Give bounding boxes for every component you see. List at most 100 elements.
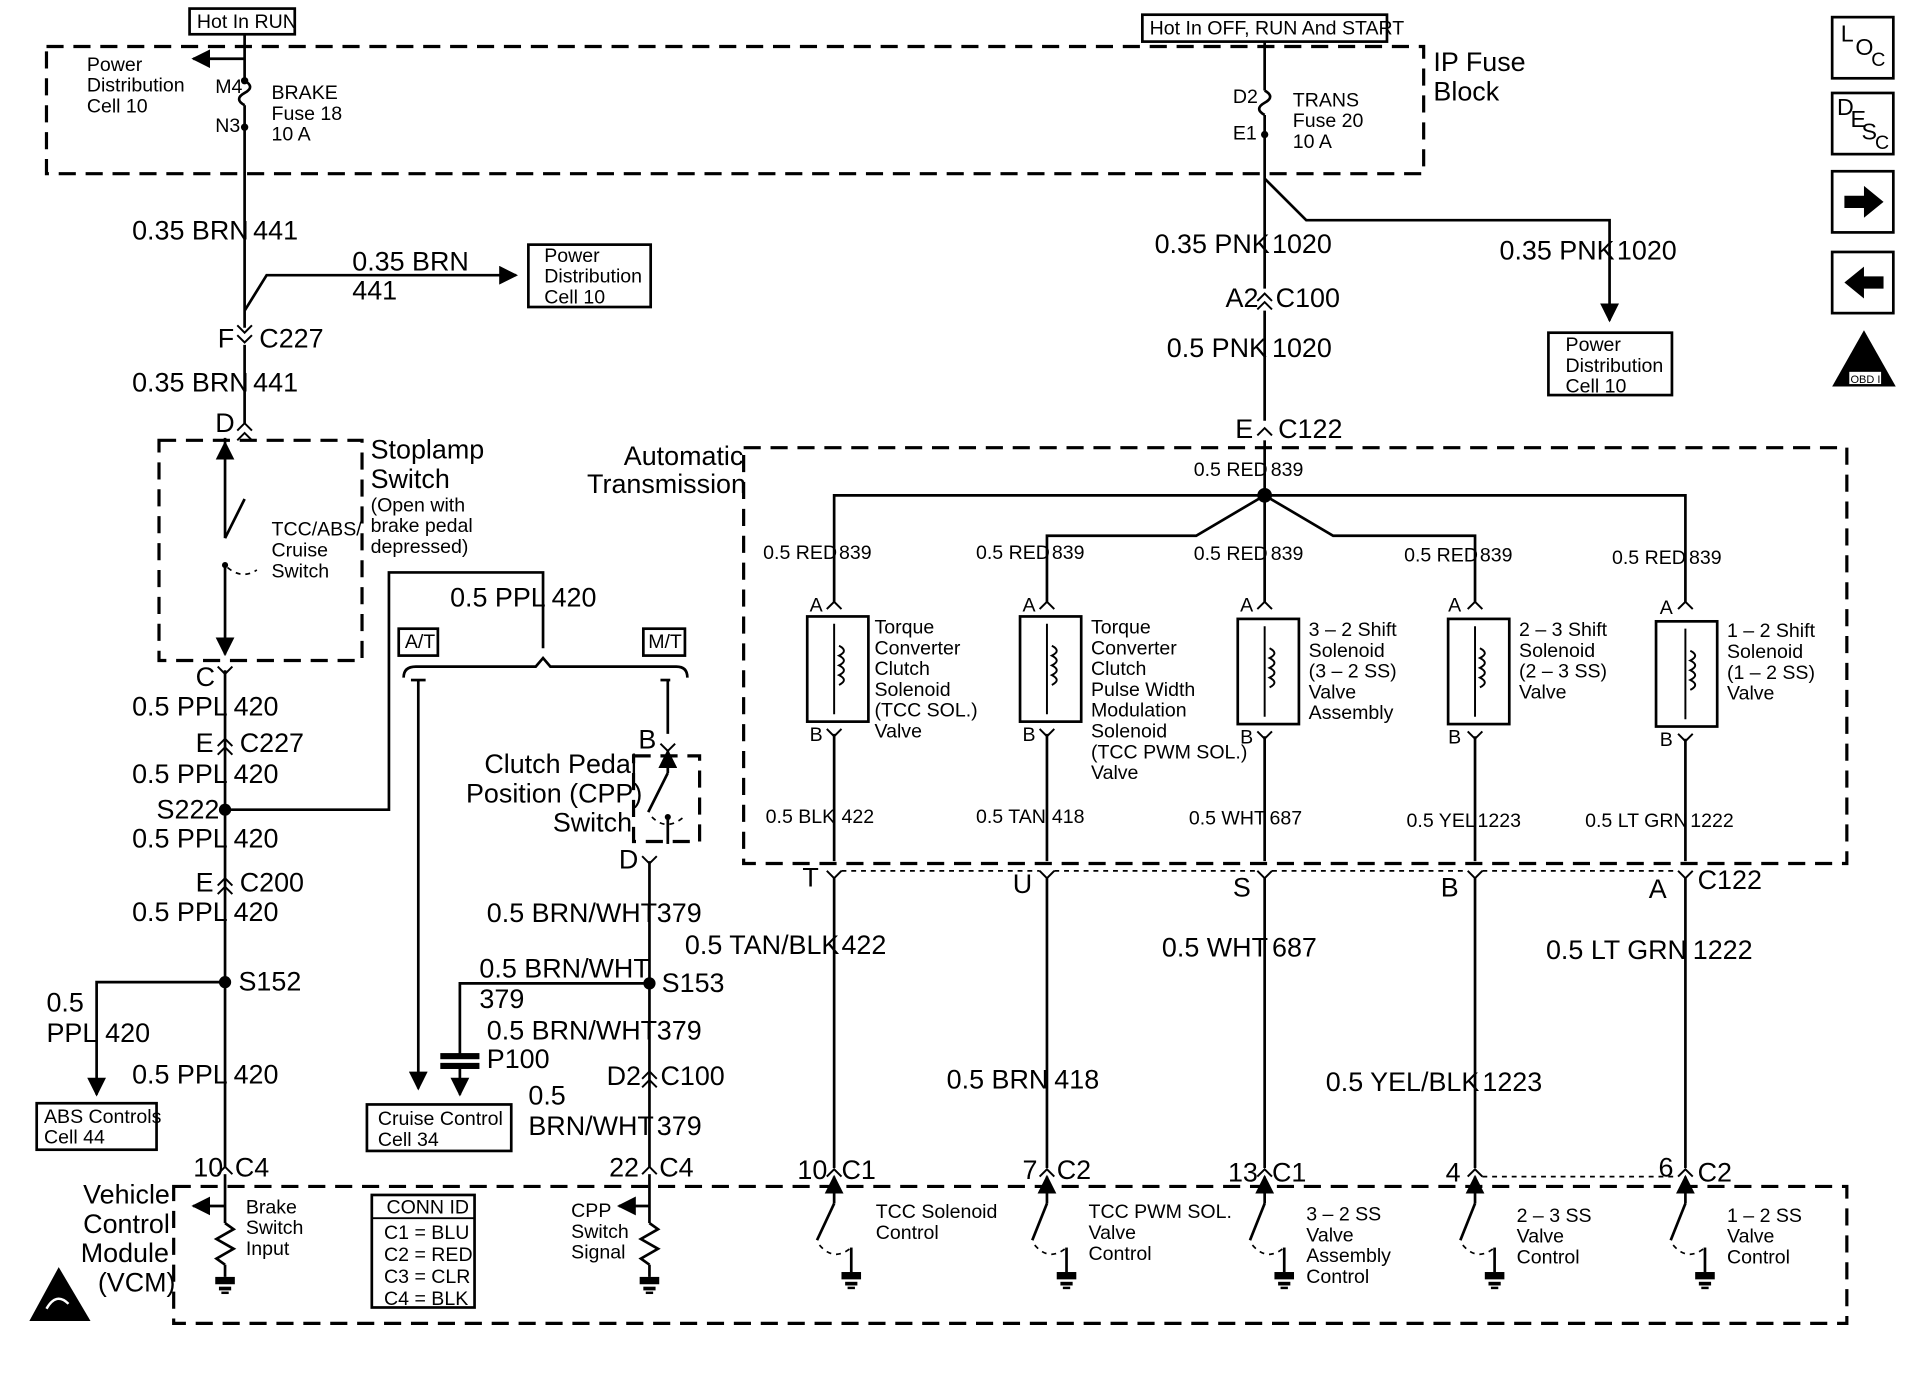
svg-text:C2 = RED: C2 = RED <box>384 1244 473 1266</box>
svg-text:Distribution: Distribution <box>87 75 185 97</box>
svg-text:Valve: Valve <box>1089 1222 1136 1244</box>
svg-text:10 A: 10 A <box>272 124 311 146</box>
svg-text:1020: 1020 <box>1272 229 1332 259</box>
svg-text:P100: P100 <box>487 1044 550 1074</box>
svg-text:10 A: 10 A <box>1293 131 1332 153</box>
svg-text:Cell 34: Cell 34 <box>378 1129 439 1151</box>
svg-text:1222: 1222 <box>1690 810 1733 832</box>
svg-text:C3 = CLR: C3 = CLR <box>384 1266 470 1288</box>
ppl-420-circuit: C 0.5 PPL 420 E C227 0.5 PPL 420 S222 0.… <box>35 571 596 1183</box>
svg-text:Cruise: Cruise <box>272 540 328 562</box>
svg-text:B: B <box>1660 729 1673 751</box>
svg-text:0.5 PPL: 0.5 PPL <box>450 583 546 613</box>
svg-text:420: 420 <box>105 1018 150 1048</box>
svg-text:Cell 10: Cell 10 <box>544 286 605 308</box>
abs-controls-box <box>35 1101 158 1152</box>
svg-text:Clutch: Clutch <box>874 658 929 680</box>
stoplamp-switch: Stoplamp Switch (Open with brake pedal d… <box>157 435 484 663</box>
svg-text:0.5 BRN: 0.5 BRN <box>947 1065 1049 1095</box>
svg-text:0.5 PPL: 0.5 PPL <box>132 824 228 854</box>
svg-text:E: E <box>1851 106 1867 132</box>
solenoid-2-tcc-pwm: 0.5 RED 839 A Torque Converter Clutch Pu… <box>976 542 1247 862</box>
svg-text:N3: N3 <box>215 115 240 137</box>
svg-text:0.5 RED: 0.5 RED <box>1194 459 1268 481</box>
svg-text:Distribution: Distribution <box>1566 355 1664 377</box>
svg-text:420: 420 <box>234 1060 279 1090</box>
svg-text:C1: C1 <box>1272 1158 1306 1188</box>
desc-button[interactable]: D E S C <box>1830 91 1895 156</box>
svg-text:Assembly: Assembly <box>1309 702 1394 724</box>
svg-text:839: 839 <box>1480 544 1513 566</box>
solenoid-5-12ss: 0.5 RED 839 A 1 – 2 Shift Solenoid (1 – … <box>1585 547 1816 862</box>
svg-text:Switch: Switch <box>371 464 450 494</box>
conn-id-table: CONN ID C1 = BLU C2 = RED C3 = CLR C4 = … <box>370 1193 476 1310</box>
svg-text:C2: C2 <box>1057 1155 1091 1185</box>
power-distribution-box-right <box>1547 331 1674 397</box>
svg-text:839: 839 <box>1271 543 1304 565</box>
svg-text:C1: C1 <box>841 1155 875 1185</box>
svg-text:Clutch: Clutch <box>1091 658 1146 680</box>
svg-text:687: 687 <box>1270 807 1303 829</box>
wire-circuit: 441 <box>253 216 298 246</box>
23ss-control: 2 – 3 SS Valve Control <box>1459 1174 1592 1290</box>
svg-text:839: 839 <box>1052 542 1085 564</box>
svg-text:Fuse 20: Fuse 20 <box>1293 110 1364 132</box>
trans-feed: 0.35 PNK 1020 0.35 PNK 1020 Power Distri… <box>1155 134 1677 444</box>
svg-text:0.5 BRN/WHT: 0.5 BRN/WHT <box>479 953 649 983</box>
svg-text:TCC Solenoid: TCC Solenoid <box>876 1201 998 1223</box>
left-arrow-icon[interactable] <box>1830 250 1895 315</box>
svg-text:(2 – 3 SS): (2 – 3 SS) <box>1519 661 1607 683</box>
svg-text:22: 22 <box>609 1153 639 1183</box>
svg-text:839: 839 <box>839 542 872 564</box>
svg-text:Torque: Torque <box>874 617 934 639</box>
svg-text:839: 839 <box>1689 547 1722 569</box>
obd-ii-icon[interactable]: OBD II <box>1832 330 1896 387</box>
svg-text:S222: S222 <box>157 794 220 824</box>
svg-text:Control: Control <box>1089 1243 1152 1265</box>
svg-text:0.5 BRN/WHT: 0.5 BRN/WHT <box>487 1016 657 1046</box>
svg-text:2 – 3 SS: 2 – 3 SS <box>1517 1205 1592 1227</box>
svg-text:A/T: A/T <box>405 631 435 653</box>
svg-text:C: C <box>1871 49 1885 71</box>
automatic-transmission: Automatic Transmission 0.5 RED 839 <box>587 440 1849 866</box>
brake-circuit: 0.35 BRN 441 0.35 BRN 441 Power Distribu… <box>132 129 653 442</box>
svg-text:379: 379 <box>657 1111 702 1141</box>
solenoid-3-32ss: 0.5 RED 839 A 3 – 2 Shift Solenoid (3 – … <box>1189 543 1397 862</box>
svg-text:Control: Control <box>876 1222 939 1244</box>
svg-text:Control: Control <box>1517 1246 1580 1268</box>
ip-fuse-block: IP Fuse Block <box>44 44 1526 176</box>
svg-text:E: E <box>196 868 214 898</box>
vehicle-control-module: Vehicle Control Module (VCM) Brake Switc… <box>29 1174 1849 1325</box>
tcc-pwm-control: TCC PWM SOL. Valve Control <box>1031 1174 1232 1290</box>
svg-text:3 – 2 SS: 3 – 2 SS <box>1306 1204 1381 1226</box>
svg-text:839: 839 <box>1271 459 1304 481</box>
svg-text:C100: C100 <box>660 1061 724 1091</box>
svg-text:C200: C200 <box>240 868 304 898</box>
svg-text:0.5 WHT: 0.5 WHT <box>1189 807 1266 829</box>
svg-text:(VCM): (VCM) <box>98 1268 176 1298</box>
loc-button[interactable]: L O C <box>1830 15 1895 80</box>
svg-text:Power: Power <box>544 245 600 267</box>
svg-text:379: 379 <box>657 1016 702 1046</box>
svg-text:C4: C4 <box>659 1153 693 1183</box>
svg-text:420: 420 <box>234 824 279 854</box>
svg-text:A2: A2 <box>1226 283 1259 313</box>
hot-in-run-label: Hot In RUN <box>188 7 297 47</box>
svg-text:(TCC PWM SOL.): (TCC PWM SOL.) <box>1091 741 1247 763</box>
svg-text:Pulse Width: Pulse Width <box>1091 679 1195 701</box>
svg-text:Solenoid: Solenoid <box>1519 640 1595 662</box>
svg-text:C4: C4 <box>235 1153 269 1183</box>
svg-text:A: A <box>1022 595 1035 617</box>
cpp-switch-signal: CPP Switch Signal <box>571 1174 661 1295</box>
svg-text:441: 441 <box>352 276 397 306</box>
svg-text:CPP: CPP <box>571 1200 611 1222</box>
svg-text:379: 379 <box>657 898 702 928</box>
svg-text:1 – 2 SS: 1 – 2 SS <box>1727 1205 1802 1227</box>
svg-text:Valve: Valve <box>1517 1226 1564 1248</box>
svg-text:A: A <box>810 595 823 617</box>
right-arrow-icon[interactable] <box>1830 169 1895 234</box>
svg-text:A: A <box>1649 874 1667 904</box>
svg-text:E: E <box>1235 414 1253 444</box>
svg-text:Converter: Converter <box>1091 637 1177 659</box>
